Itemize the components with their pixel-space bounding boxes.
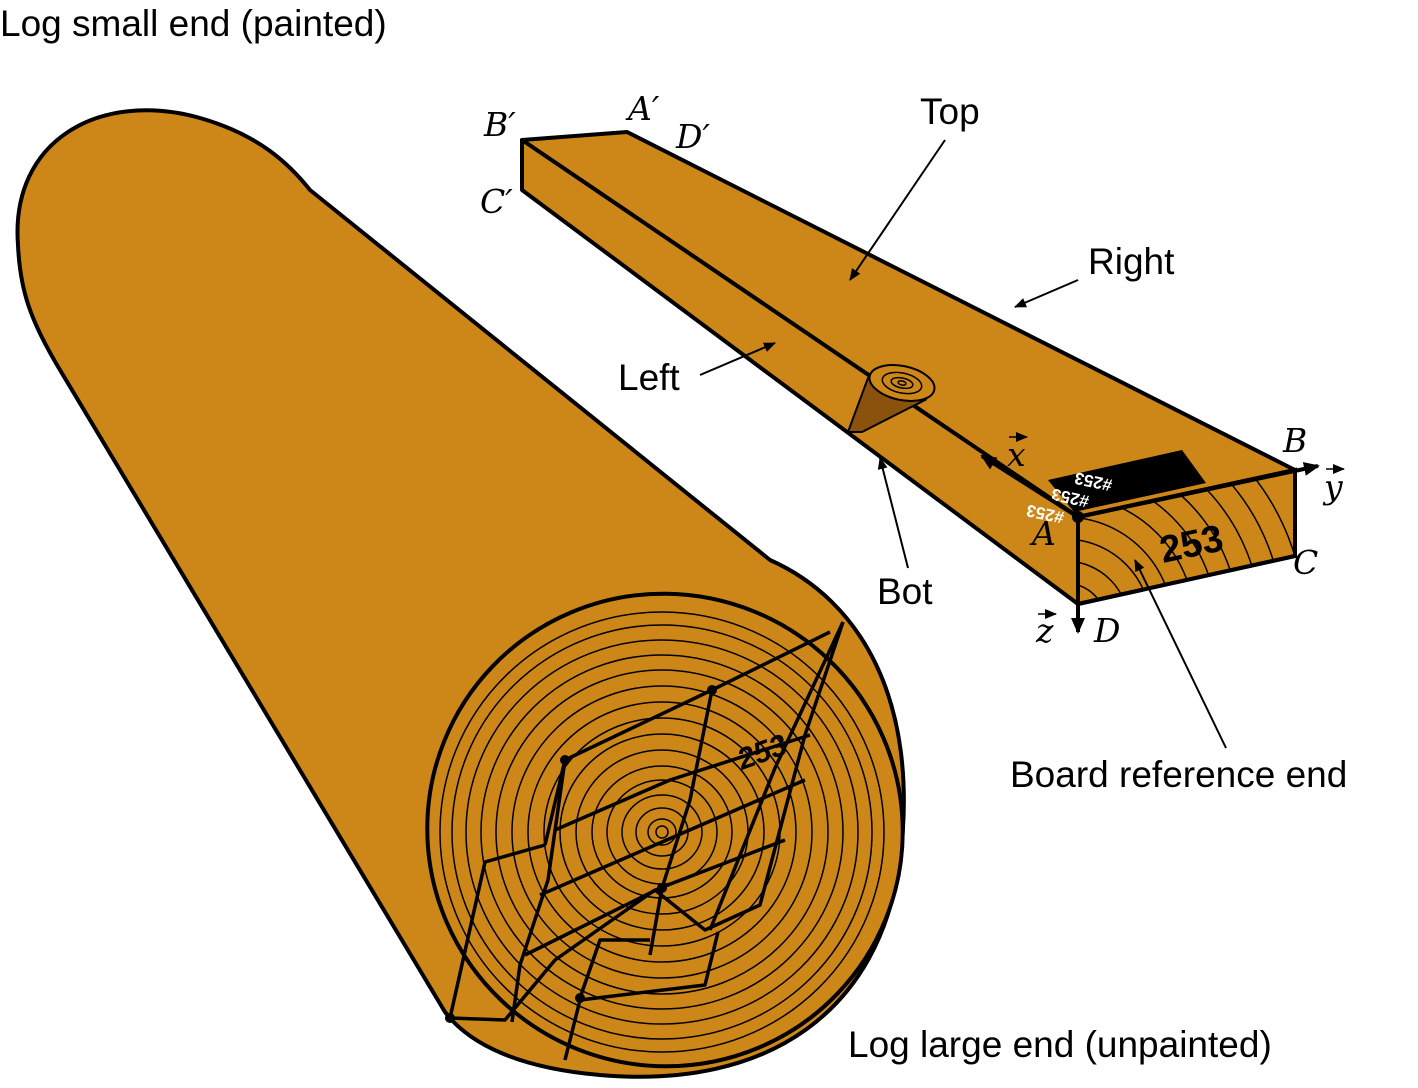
knot [846, 364, 936, 433]
cutting-pattern [445, 621, 845, 1061]
top-label: Top [920, 91, 980, 132]
point-b-prime: B′ [483, 105, 516, 144]
right-label: Right [1088, 241, 1175, 282]
x-axis-arrow [980, 454, 1080, 519]
board-pith-line [521, 139, 1079, 518]
axis-label-z: z [1035, 609, 1057, 650]
point-b: B [1282, 421, 1307, 460]
svg-text:y: y [1322, 467, 1343, 506]
board: #253 #253 #253 253 [520, 130, 1320, 634]
point-d-prime: D′ [675, 117, 710, 156]
svg-text:x: x [1007, 435, 1026, 474]
log: 253 [15, 108, 906, 1079]
labels: Log small end (painted) Log large end (u… [0, 3, 1347, 1065]
point-a-prime: A′ [625, 89, 660, 128]
axis-label-y: y [1322, 464, 1345, 506]
bot-label: Bot [877, 571, 933, 612]
annotation-arrows [699, 139, 1227, 749]
bot-arrow [877, 457, 909, 569]
left-label: Left [618, 357, 680, 398]
board-reference-end-label: Board reference end [1010, 754, 1347, 795]
log-small-end-label: Log small end (painted) [0, 3, 387, 44]
point-c: C [1293, 543, 1318, 582]
board-reference-end-arrow [1134, 559, 1227, 749]
point-a: A [1029, 514, 1056, 553]
svg-text:z: z [1035, 611, 1054, 650]
right-arrow [1014, 279, 1079, 308]
left-arrow [699, 342, 776, 376]
point-d: D [1093, 611, 1120, 650]
axis-label-x: x [1007, 432, 1028, 474]
top-arrow [849, 139, 946, 281]
log-large-end-label: Log large end (unpainted) [848, 1024, 1272, 1065]
y-axis-arrow [1077, 462, 1320, 519]
point-c-prime: C′ [480, 182, 513, 221]
origin-point [1072, 511, 1084, 523]
